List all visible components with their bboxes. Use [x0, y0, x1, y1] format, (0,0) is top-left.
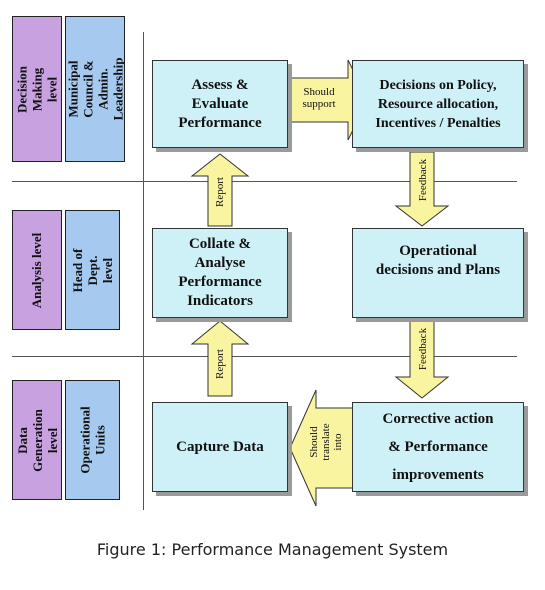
label-report-bottom: Report — [214, 349, 226, 379]
arrow-report-bottom — [190, 320, 250, 397]
arrow-feedback-top — [394, 151, 450, 227]
divider-decision-analysis — [12, 181, 517, 182]
owner-operational-units: Operational Units — [65, 380, 120, 500]
arrow-feedback-bottom — [394, 319, 450, 399]
divider-analysis-data — [12, 356, 517, 357]
label-should-translate: Should translate into — [308, 423, 344, 461]
level-analysis: Analysis level — [12, 210, 62, 330]
arrow-report-top — [190, 153, 250, 227]
box-corrective-action: Corrective action & Performance improvem… — [352, 402, 524, 492]
box-operational-decisions: Operational decisions and Plans — [352, 228, 524, 318]
box-capture-data: Capture Data — [152, 402, 288, 492]
vertical-divider — [143, 32, 144, 510]
owner-municipal-council: Municipal Council & Admin. Leadership — [65, 16, 125, 162]
label-feedback-top: Feedback — [417, 158, 429, 202]
level-decision-making: Decision Making level — [12, 16, 62, 162]
level-data-generation: Data Generation level — [12, 380, 62, 500]
label-should-support: Should support — [302, 86, 336, 110]
box-collate-analyse: Collate & Analyse Performance Indicators — [152, 228, 288, 318]
label-feedback-bottom: Feedback — [417, 327, 429, 371]
owner-head-of-dept: Head of Dept. level — [65, 210, 120, 330]
box-decisions-on-policy: Decisions on Policy, Resource allocation… — [352, 60, 524, 148]
figure-caption: Figure 1: Performance Management System — [96, 540, 449, 559]
arrow-should-translate — [289, 389, 355, 507]
label-report-top: Report — [214, 177, 226, 207]
box-assess-evaluate-performance: Assess & Evaluate Performance — [152, 60, 288, 148]
